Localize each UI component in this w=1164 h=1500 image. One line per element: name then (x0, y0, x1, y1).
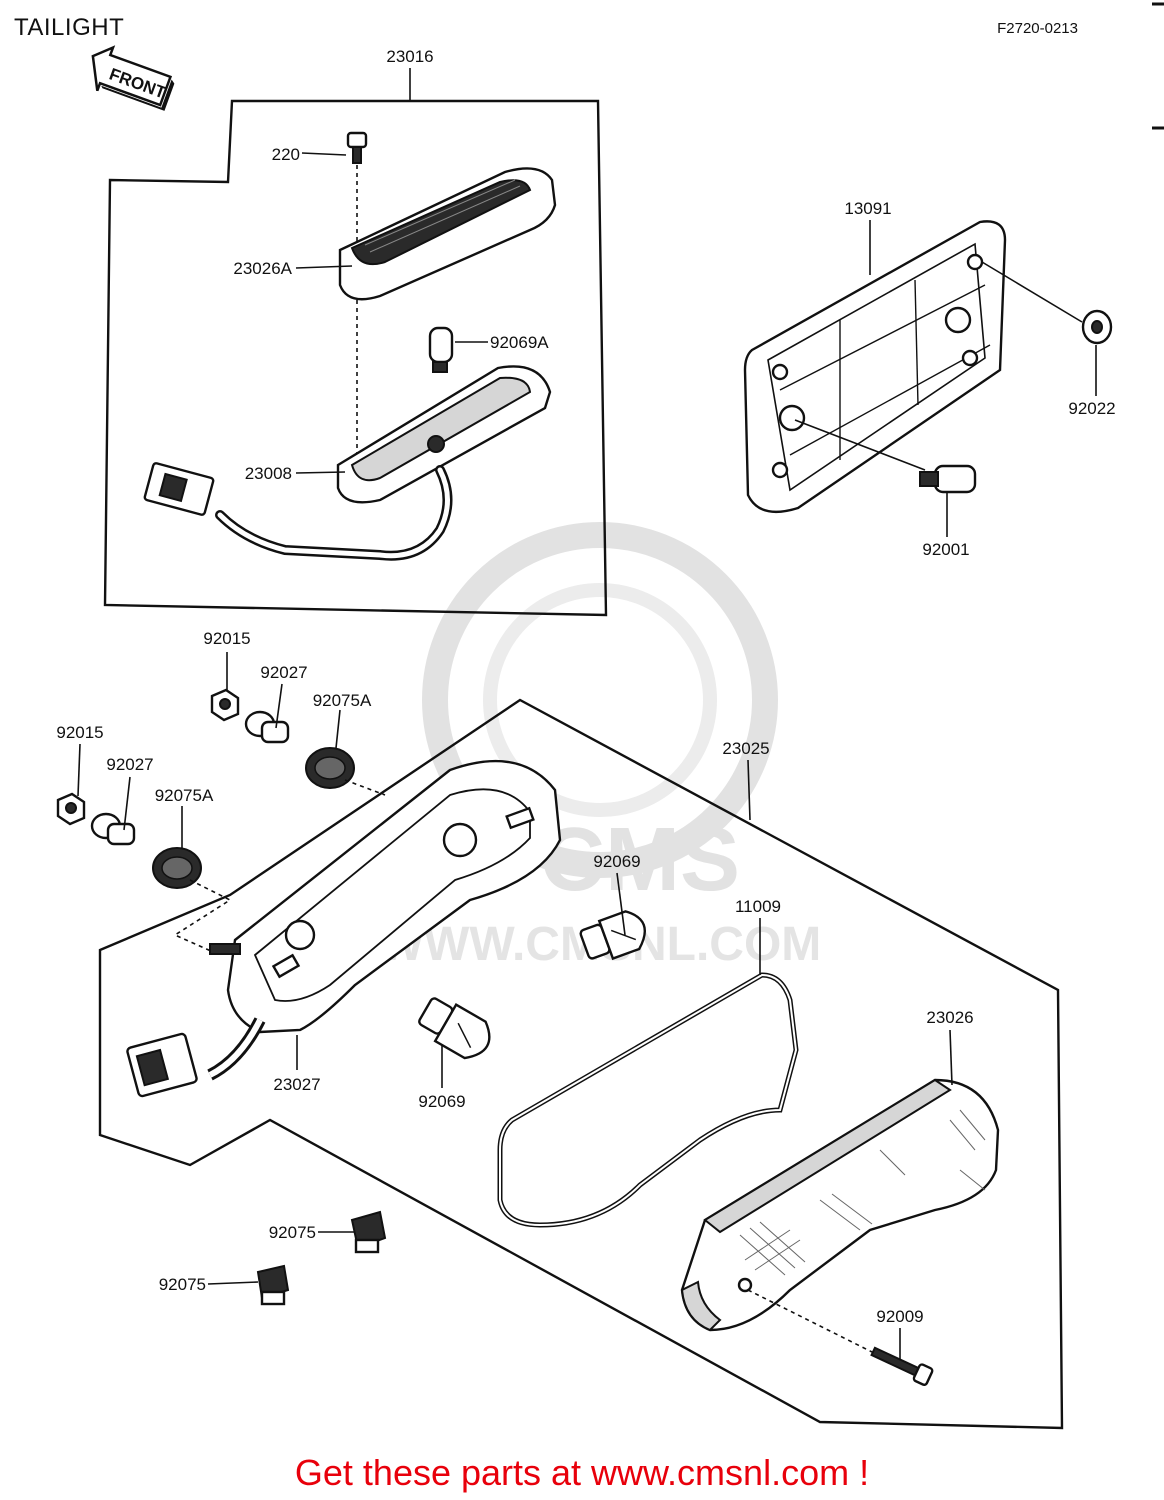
collar-92027-a-icon (244, 710, 290, 744)
leader-lines (77, 68, 1097, 1360)
collar-92027-b-icon (90, 812, 136, 846)
assembly-frame-23016 (103, 99, 608, 617)
footer-promo-text: Get these parts at www.cmsnl.com ! (294, 1452, 870, 1493)
callout-labels: 23016 220 23026A 92069A 23008 13091 9202… (56, 47, 1115, 1326)
gasket-11009-icon (497, 972, 799, 1228)
taillight-housing-23027-icon (126, 759, 562, 1098)
bulb-92069-b-icon (418, 997, 491, 1060)
bulb-92069a-icon (428, 326, 454, 373)
callout-92069a: 92069A (490, 333, 549, 352)
callout-92075a-b: 92075A (155, 786, 214, 805)
grommet-92075a-a-icon (305, 747, 355, 789)
callout-92027-a: 92027 (260, 663, 307, 682)
callout-23016: 23016 (386, 47, 433, 66)
callout-92075-a: 92075 (269, 1223, 316, 1242)
nut-92015-b-icon (56, 792, 86, 826)
callout-23026a: 23026A (233, 259, 292, 278)
callout-23008: 23008 (245, 464, 292, 483)
page-title: TAILIGHT (14, 14, 125, 41)
callout-92001: 92001 (922, 540, 969, 559)
callout-92075a-a: 92075A (313, 691, 372, 710)
bulb-92069-a-icon (579, 910, 646, 961)
washer-92022-icon (1081, 309, 1113, 345)
license-lamp-housing-23008-icon (143, 365, 552, 561)
callout-92075-b: 92075 (159, 1275, 206, 1294)
callout-92069-a: 92069 (593, 852, 640, 871)
front-arrow-icon: FRONT (91, 45, 175, 111)
grommet-92075-a-icon (350, 1210, 387, 1254)
grommet-92075-b-icon (256, 1264, 290, 1306)
taillight-lens-23026-icon (680, 1078, 1000, 1332)
callout-92022: 92022 (1068, 399, 1115, 418)
assembly-frame-23025 (98, 698, 1064, 1430)
callout-23026: 23026 (926, 1008, 973, 1027)
callout-23027: 23027 (273, 1075, 320, 1094)
callout-220: 220 (272, 145, 300, 164)
license-lens-23026a-icon (338, 167, 557, 301)
nut-92015-a-icon (210, 688, 240, 722)
callout-92009: 92009 (876, 1307, 923, 1326)
screw-220-icon (346, 131, 368, 164)
screw-92009-icon (870, 1346, 934, 1386)
callout-11009: 11009 (735, 897, 781, 916)
callout-92027-b: 92027 (106, 755, 153, 774)
callout-92069-b: 92069 (418, 1092, 465, 1111)
watermark: CMS WWW.CMSNL.COM (379, 522, 821, 971)
callout-92015-b: 92015 (56, 723, 103, 742)
callout-23025: 23025 (722, 739, 769, 758)
bolt-92001-icon (919, 464, 977, 494)
watermark-logo-text: CMS (540, 810, 740, 910)
grommet-92075a-b-icon (152, 847, 202, 889)
callout-13091: 13091 (844, 199, 891, 218)
bracket-13091-icon (743, 220, 1007, 513)
callout-92015-a: 92015 (203, 629, 250, 648)
diagram-code: F2720-0213 (997, 20, 1078, 37)
